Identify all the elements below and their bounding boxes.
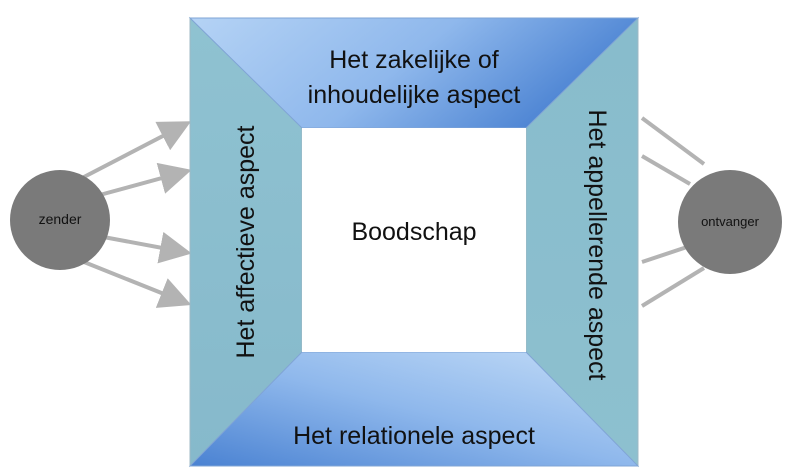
message-label: Boodschap (351, 218, 476, 246)
arrow (640, 116, 706, 166)
receiver-label: ontvanger (701, 214, 759, 229)
arrow (640, 266, 706, 308)
arrow (97, 231, 192, 264)
sender-node: zender (10, 170, 110, 270)
receiver-arrows (640, 116, 706, 308)
message-square (188, 16, 640, 468)
right-aspect-label: Het appellerende aspect (583, 109, 611, 380)
arrow (81, 121, 192, 180)
sender-arrows (81, 121, 192, 308)
top-aspect-label-line2: inhoudelijke aspect (308, 81, 521, 109)
arrow (640, 154, 692, 186)
top-aspect-label-line1: Het zakelijke of (329, 46, 499, 74)
receiver-node: ontvanger (678, 170, 782, 274)
bottom-aspect-label: Het relationele aspect (293, 422, 535, 450)
arrow (83, 260, 192, 308)
sender-label: zender (39, 211, 82, 227)
left-aspect-label: Het affectieve aspect (232, 125, 260, 358)
arrow (95, 162, 192, 198)
arrow (641, 244, 691, 264)
message-center (302, 128, 526, 352)
